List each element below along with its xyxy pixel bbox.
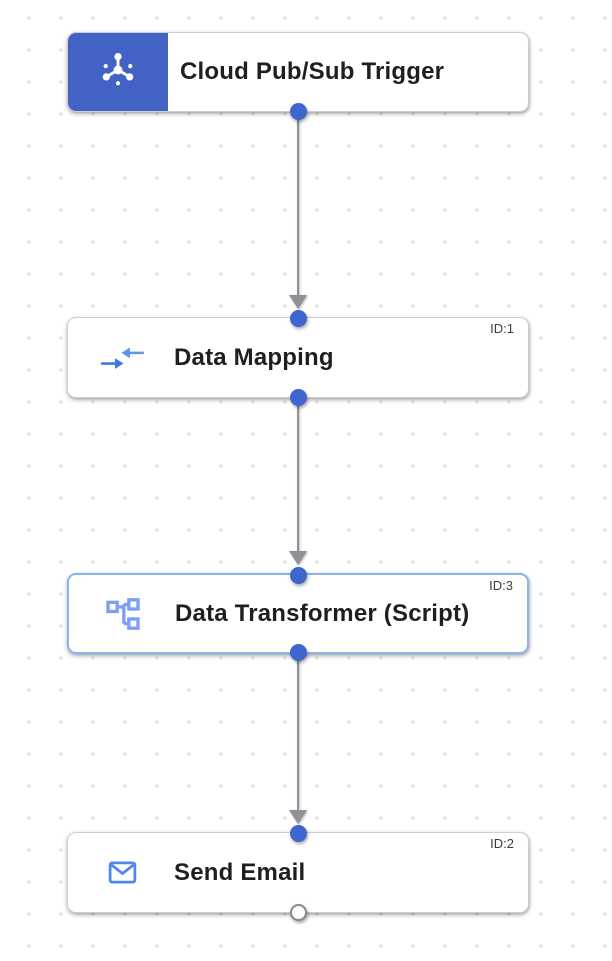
arrowhead-icon (289, 295, 307, 309)
output-port[interactable] (289, 102, 307, 120)
input-port[interactable] (289, 566, 307, 584)
node-title: Cloud Pub/Sub Trigger (180, 58, 445, 85)
send-email-icon (98, 856, 146, 889)
node-send-email[interactable]: Send Email ID:2 (67, 824, 529, 921)
node-id-badge: ID:3 (489, 578, 513, 593)
pubsub-icon (95, 47, 141, 98)
node-id-badge: ID:2 (490, 836, 514, 851)
edge-line (297, 398, 299, 551)
node-title: Data Mapping (174, 343, 334, 371)
node-title: Data Transformer (Script) (175, 599, 470, 627)
output-port-open[interactable] (289, 903, 307, 921)
trigger-icon-block (68, 33, 168, 111)
edge-mapping-to-transformer[interactable] (289, 398, 307, 565)
input-port[interactable] (289, 309, 307, 327)
node-title: Send Email (174, 858, 306, 886)
edge-transformer-to-email[interactable] (289, 654, 307, 824)
arrowhead-icon (289, 810, 307, 824)
node-cloud-pubsub-trigger[interactable]: Cloud Pub/Sub Trigger (67, 32, 529, 120)
node-data-mapping[interactable]: Data Mapping ID:1 (67, 309, 529, 406)
output-port[interactable] (289, 388, 307, 406)
edge-line (297, 112, 299, 295)
output-port[interactable] (289, 643, 307, 661)
data-mapping-icon (98, 344, 146, 372)
edge-line (297, 654, 299, 810)
arrowhead-icon (289, 551, 307, 565)
input-port[interactable] (289, 824, 307, 842)
node-id-badge: ID:1 (490, 321, 514, 336)
node-data-transformer[interactable]: Data Transformer (Script) ID:3 (67, 566, 529, 661)
edge-trigger-to-mapping[interactable] (289, 112, 307, 309)
data-transformer-icon (99, 594, 147, 634)
